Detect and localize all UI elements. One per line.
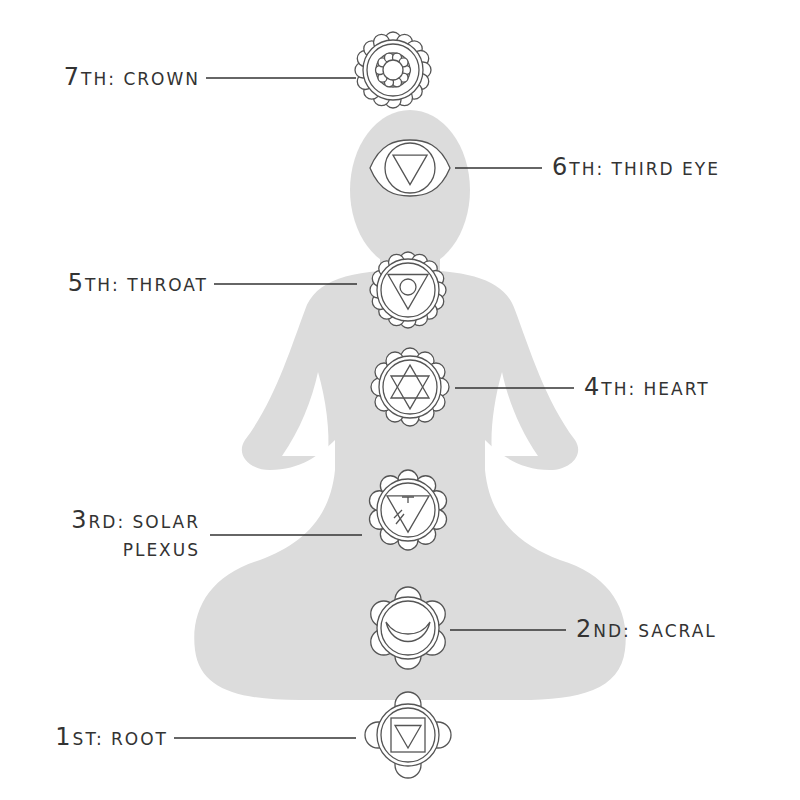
throat-symbol	[370, 252, 446, 328]
chakra-circle	[381, 263, 435, 317]
solar-plexus-symbol	[369, 470, 446, 550]
petal-ring	[379, 356, 441, 418]
square	[391, 718, 425, 752]
chakra-circle	[381, 601, 435, 655]
chakra-label: 4TH: HEART	[584, 373, 710, 403]
triangle	[393, 155, 427, 184]
root-symbol	[365, 692, 451, 778]
center-circle	[383, 60, 403, 80]
petal-ring	[377, 259, 439, 321]
chakra-symbols	[355, 32, 451, 778]
chakra-circle	[381, 483, 435, 537]
tee-marks	[394, 497, 414, 524]
inner-circle	[400, 279, 416, 295]
triangle	[391, 365, 429, 398]
crown-symbol	[355, 32, 431, 108]
inner-petal-ring	[376, 53, 410, 87]
triangle	[395, 726, 421, 749]
chakra-circle	[385, 143, 435, 193]
chakra-circle	[367, 44, 419, 96]
petal-ring	[363, 40, 423, 100]
petal-ring	[377, 597, 439, 659]
chakra-circle	[383, 360, 437, 414]
chakra-label: 6TH: THIRD EYE	[552, 153, 720, 183]
chakra-circle	[381, 708, 435, 762]
chakra-label: 5TH: THROAT	[68, 269, 208, 299]
petal-ring	[377, 704, 439, 766]
crescent	[386, 622, 430, 642]
chakra-label: 3RD: SOLAR PLEXUS	[62, 506, 200, 564]
petal-ring	[377, 479, 439, 541]
seated-silhouette	[194, 110, 625, 700]
leader-lines	[174, 78, 574, 738]
triangle	[391, 376, 429, 409]
chakra-label: 2ND: SACRAL	[576, 615, 717, 645]
chakra-label: 7TH: CROWN	[64, 63, 200, 93]
chakra-label: 1ST: ROOT	[55, 723, 168, 753]
sacral-symbol	[371, 587, 445, 669]
eye-outline	[370, 140, 450, 196]
triangle	[387, 496, 429, 532]
triangle	[388, 275, 428, 310]
heart-symbol	[371, 348, 449, 426]
third-eye-symbol	[370, 140, 450, 196]
